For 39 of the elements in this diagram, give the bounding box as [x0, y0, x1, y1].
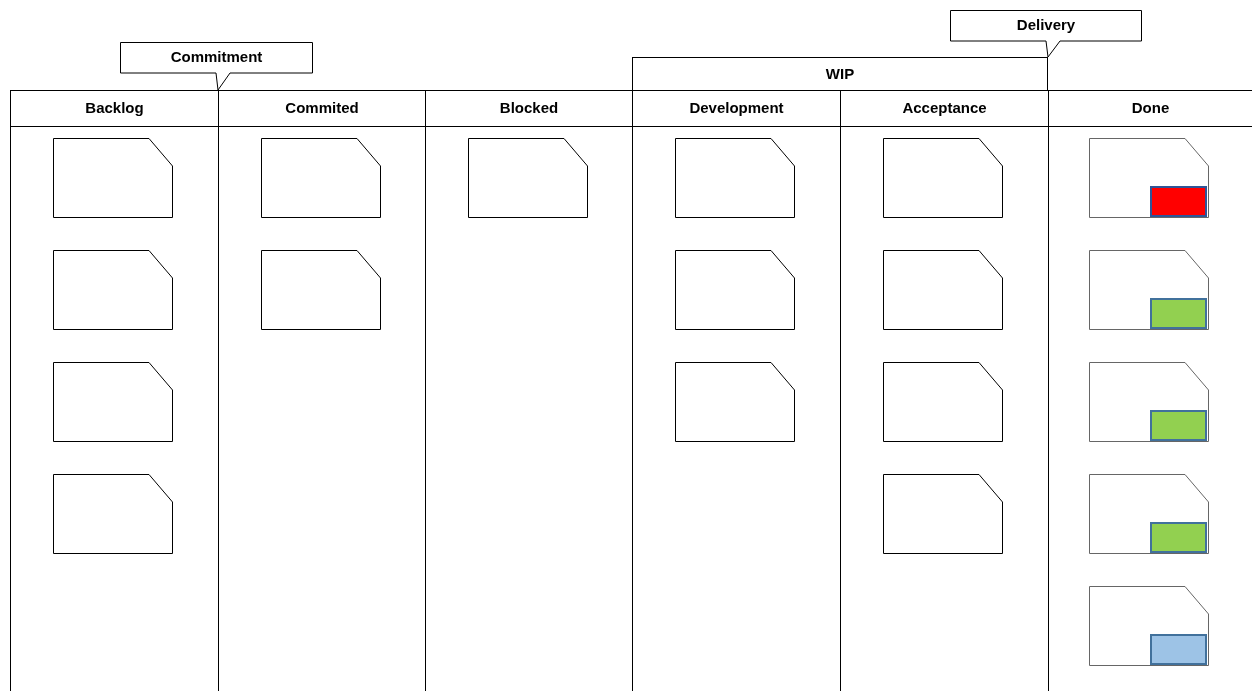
column-header: Blocked: [499, 98, 559, 119]
document-card: [1089, 474, 1209, 554]
document-card: [53, 474, 173, 554]
column-header: Development: [689, 98, 784, 119]
board-column: [425, 90, 632, 691]
document-card: [883, 138, 1003, 218]
board-column: [632, 90, 840, 691]
column-header: Commited: [285, 98, 359, 119]
document-card: [1089, 362, 1209, 442]
status-marker: [1150, 186, 1207, 217]
document-card: [53, 362, 173, 442]
document-card: [53, 250, 173, 330]
status-marker: [1150, 410, 1207, 441]
document-card: [1089, 586, 1209, 666]
board-column: [840, 90, 1048, 691]
document-card: [261, 138, 381, 218]
document-card: [261, 250, 381, 330]
status-marker: [1150, 522, 1207, 553]
document-card: [1089, 250, 1209, 330]
callout-label: Commitment: [170, 47, 263, 68]
document-card: [675, 138, 795, 218]
document-card: [883, 362, 1003, 442]
status-marker: [1150, 634, 1207, 665]
status-marker: [1150, 298, 1207, 329]
board-column: [1048, 90, 1252, 691]
document-card: [675, 250, 795, 330]
column-header: Backlog: [85, 98, 144, 119]
group-band: WIP: [632, 57, 1048, 90]
document-card: [468, 138, 588, 218]
column-header: Acceptance: [902, 98, 987, 119]
board-column: [10, 90, 218, 691]
document-card: [53, 138, 173, 218]
document-card: [675, 362, 795, 442]
callout-label: Delivery: [1016, 15, 1076, 36]
column-header: Done: [1131, 98, 1170, 119]
document-card: [883, 474, 1003, 554]
document-card: [1089, 138, 1209, 218]
board-column: [218, 90, 425, 691]
document-card: [883, 250, 1003, 330]
